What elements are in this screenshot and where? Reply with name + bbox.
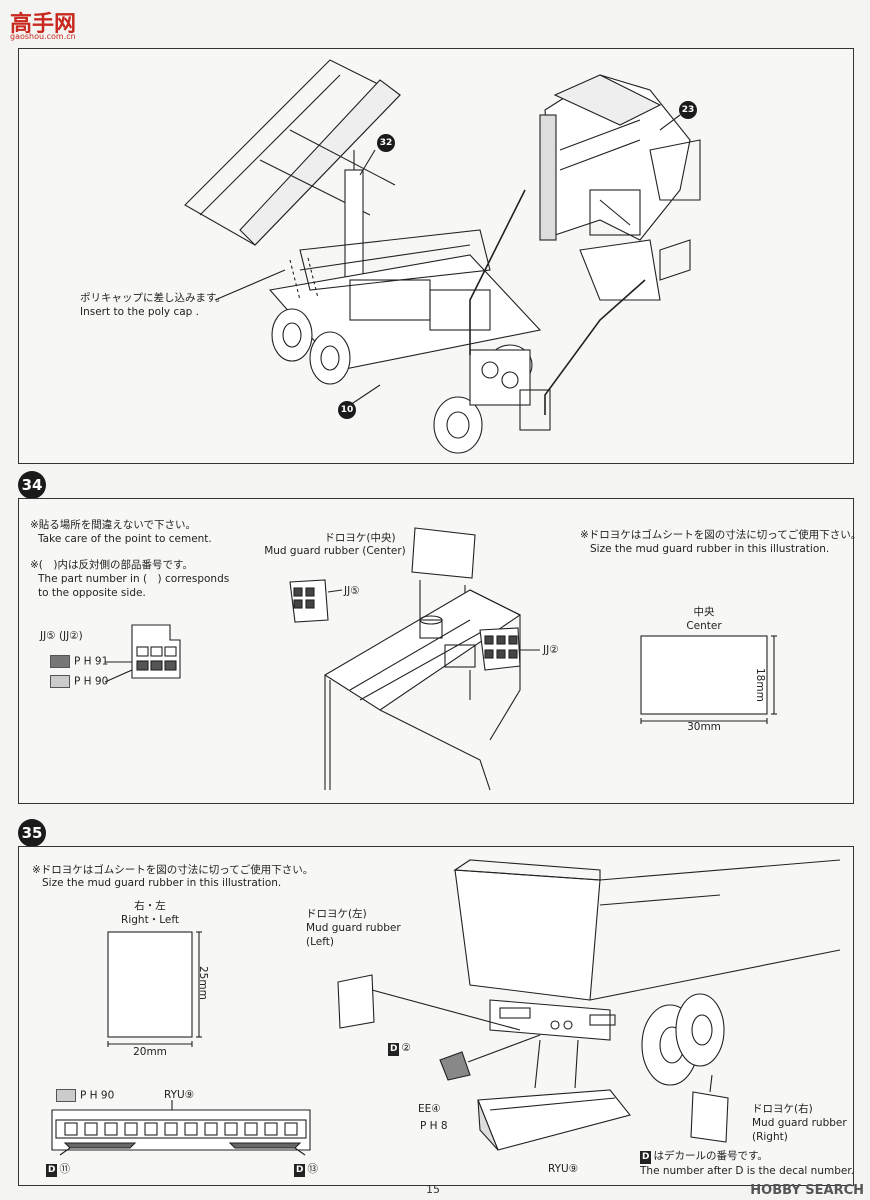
step34-note1-jp: ※貼る場所を間違えないで下さい。 xyxy=(30,519,196,531)
ph90-label: P H 90 xyxy=(56,1089,114,1103)
rl-label-en: Right・Left xyxy=(121,914,179,926)
step33-panel xyxy=(18,48,854,464)
step34-note2-jp: ※( )内は反対側の部品番号です。 xyxy=(30,559,193,571)
jj2-label: JJ② xyxy=(543,644,559,656)
left-rubber-en-a: Mud guard rubber xyxy=(306,922,401,934)
step34-note2-en-b: to the opposite side. xyxy=(38,587,146,599)
jj5-label: JJ⑤ xyxy=(344,585,360,597)
step35-size-note-en: Size the mud guard rubber in this illust… xyxy=(42,877,282,889)
ryu9-label: RYU⑨ xyxy=(164,1089,195,1101)
left-rubber-jp: ドロヨケ(左) xyxy=(306,908,367,920)
step35-size-note-jp: ※ドロヨケはゴムシートを図の寸法に切ってご使用下さい。 xyxy=(32,864,314,876)
part-badge-32: 32 xyxy=(379,138,393,148)
step34-color-a: P H 91 xyxy=(50,655,108,669)
ph8-label: P H 8 xyxy=(420,1120,448,1132)
right-rubber-jp: ドロヨケ(右) xyxy=(752,1103,813,1115)
poly-cap-note-jp: ポリキャップに差し込みます。 xyxy=(80,292,226,304)
step34-color-b: P H 90 xyxy=(50,675,108,689)
center-width-label: 30mm xyxy=(687,721,721,733)
center-label-en: Center xyxy=(686,620,722,632)
center-rubber-title-jp: ドロヨケ(中央) xyxy=(324,532,396,544)
step34-parts-label: JJ⑤ (JJ②) xyxy=(40,630,83,642)
step34-size-note-en: Size the mud guard rubber in this illust… xyxy=(590,543,830,555)
ee4-label: EE④ xyxy=(418,1103,441,1115)
page-number: 15 xyxy=(426,1183,440,1196)
step34-note2-en-a: The part number in ( ) corresponds xyxy=(38,573,230,585)
right-rubber-en-b: (Right) xyxy=(752,1131,788,1143)
site-logo-sub: gaoshou.com.cn xyxy=(10,32,76,41)
decal-note-en: The number after D is the decal number. xyxy=(640,1165,855,1177)
step34-note1-en: Take care of the point to cement. xyxy=(38,533,212,545)
center-label-jp: 中央 xyxy=(693,606,715,618)
step34-number: 34 xyxy=(18,471,46,499)
right-rubber-en-a: Mud guard rubber xyxy=(752,1117,847,1129)
site-logo: 高手网 xyxy=(10,11,77,37)
rl-width-label: 20mm xyxy=(133,1046,167,1058)
rl-label-jp: 右・左 xyxy=(134,900,166,912)
watermark: HOBBY SEARCH xyxy=(750,1183,864,1198)
part-badge-10: 10 xyxy=(340,405,354,415)
left-rubber-en-b: (Left) xyxy=(306,936,334,948)
step34-size-note-jp: ※ドロヨケはゴムシートを図の寸法に切ってご使用下さい。 xyxy=(580,529,862,541)
center-rubber-title-en: Mud guard rubber (Center) xyxy=(264,545,406,557)
ryu9-bar-label: RYU⑨ xyxy=(548,1163,579,1175)
step35-number: 35 xyxy=(18,819,46,847)
part-badge-23: 23 xyxy=(681,105,695,115)
poly-cap-note-en: Insert to the poly cap . xyxy=(80,306,200,318)
